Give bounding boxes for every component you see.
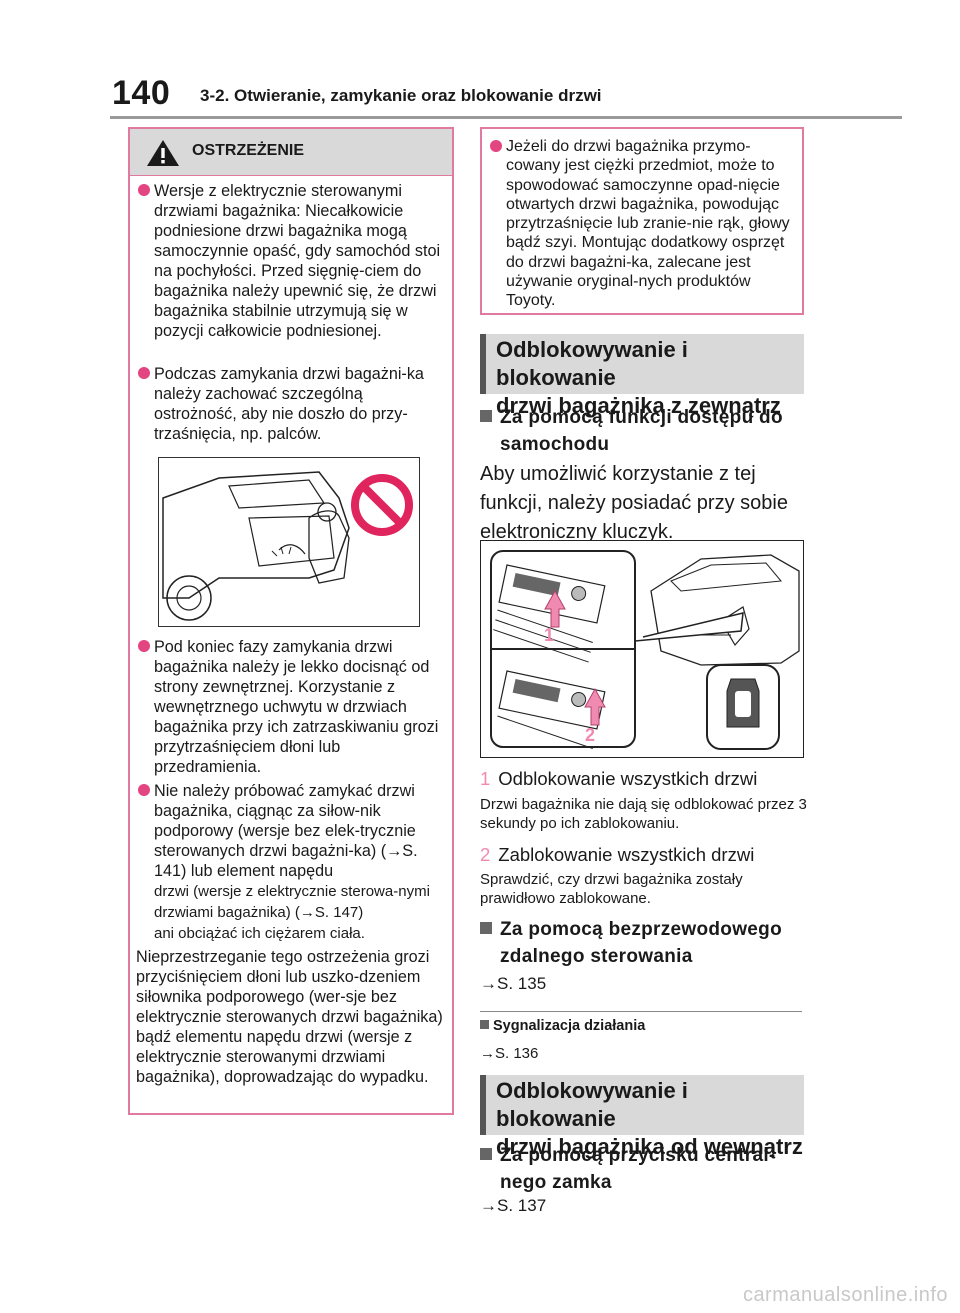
caution-note-box: Jeżeli do drzwi bagażnika przymo-cowany … — [480, 127, 804, 315]
section-band-inside: Odblokowywanie i blokowanie drzwi bagażn… — [480, 1075, 804, 1159]
step-1: 1 Odblokowanie wszystkich drzwi — [480, 768, 804, 790]
warning-triangle-icon — [147, 140, 179, 166]
step-1-label: Odblokowanie wszystkich drzwi — [498, 768, 758, 789]
step-1-marker: 1 — [544, 625, 554, 645]
warning-item-3: Pod koniec fazy zamykania drzwi bagażnik… — [138, 637, 450, 777]
warning-header: OSTRZEŻENIE — [130, 129, 452, 176]
tailgate-warning-illustration — [158, 457, 420, 627]
remote-page-ref[interactable]: →S. 135 — [480, 974, 547, 993]
step-2-description: Sprawdzić, czy drzwi bagażnika zostały p… — [480, 871, 743, 907]
subheading-smart-entry: Za pomocą funkcji dostępu do samochodu — [480, 404, 804, 458]
square-bullet-icon — [480, 1020, 489, 1029]
warning-title: OSTRZEŻENIE — [192, 142, 305, 159]
step-2: 2 Zablokowanie wszystkich drzwi — [480, 844, 804, 866]
square-bullet-icon — [480, 922, 492, 934]
bullet-icon — [138, 184, 150, 196]
operation-signals-page-ref[interactable]: →S. 136 — [480, 1045, 539, 1062]
warning-item-4-end: ani obciążać ich ciężarem ciała. — [154, 925, 365, 942]
section-title: 3-2. Otwieranie, zamykanie oraz blokowan… — [200, 86, 602, 105]
bullet-icon — [138, 784, 150, 796]
square-bullet-icon — [480, 1148, 492, 1160]
car-tailgate-drawing — [162, 471, 350, 621]
bullet-icon — [138, 640, 150, 652]
door-handle-drawing: 1 2 — [490, 550, 800, 750]
band-line-1: Odblokowywanie i blokowanie — [496, 337, 688, 390]
page-number: 140 — [112, 74, 171, 112]
bullet-icon — [490, 140, 502, 152]
square-bullet-icon — [480, 410, 492, 422]
step-2-marker: 2 — [585, 725, 595, 745]
band-line-1: Odblokowywanie i blokowanie — [496, 1078, 688, 1131]
header-divider — [110, 116, 902, 119]
subheading-operation-signals: Sygnalizacja działania — [480, 1018, 645, 1034]
footer-watermark: carmanualsonline.info — [742, 1284, 948, 1306]
step-2-number: 2 — [480, 844, 491, 865]
warning-item-2: Podczas zamykania drzwi bagażni-ka należ… — [138, 364, 450, 444]
bullet-icon — [138, 367, 150, 379]
band-line-2: drzwi bagażnika od wewnątrz — [496, 1134, 803, 1159]
warning-item-4: Nie należy próbować zamykać drzwi bagażn… — [138, 781, 450, 944]
warning-closing: Nieprzestrzeganie tego ostrzeżenia grozi… — [136, 948, 443, 1086]
step-1-description: Drzwi bagażnika nie dają się odblokować … — [480, 796, 807, 832]
smart-entry-body: Aby umożliwić korzystanie z tej funkcji,… — [480, 463, 788, 543]
warning-box: OSTRZEŻENIE Wersje z elektrycznie sterow… — [128, 127, 454, 1115]
step-1-number: 1 — [480, 768, 491, 789]
step-2-label: Zablokowanie wszystkich drzwi — [498, 844, 755, 865]
caution-note-item: Jeżeli do drzwi bagażnika przymo-cowany … — [490, 137, 794, 311]
subheading-remote: Za pomocą bezprzewodowego zdalnego stero… — [480, 916, 804, 970]
divider — [480, 1011, 802, 1012]
band-line-2: drzwi bagażnika z zewnątrz — [496, 393, 781, 418]
door-lock-switch-page-ref[interactable]: →S. 137 — [480, 1196, 547, 1215]
page-header: 140 3-2. Otwieranie, zamykanie oraz blok… — [0, 0, 960, 119]
warning-item-4-small: drzwi (wersje z elektrycznie sterowa-nym… — [154, 883, 430, 921]
warning-item-4-main: Nie należy próbować zamykać drzwi bagażn… — [154, 782, 418, 880]
subheading-door-lock-switch: Za pomocą przycisku central-nego zamka — [480, 1142, 790, 1196]
prohibited-icon — [351, 474, 413, 536]
door-handle-illustration: 1 2 — [480, 540, 804, 758]
section-band-outside: Odblokowywanie i blokowanie drzwi bagażn… — [480, 334, 804, 418]
warning-item-1: Wersje z elektrycznie sterowanymi drzwia… — [138, 181, 450, 341]
